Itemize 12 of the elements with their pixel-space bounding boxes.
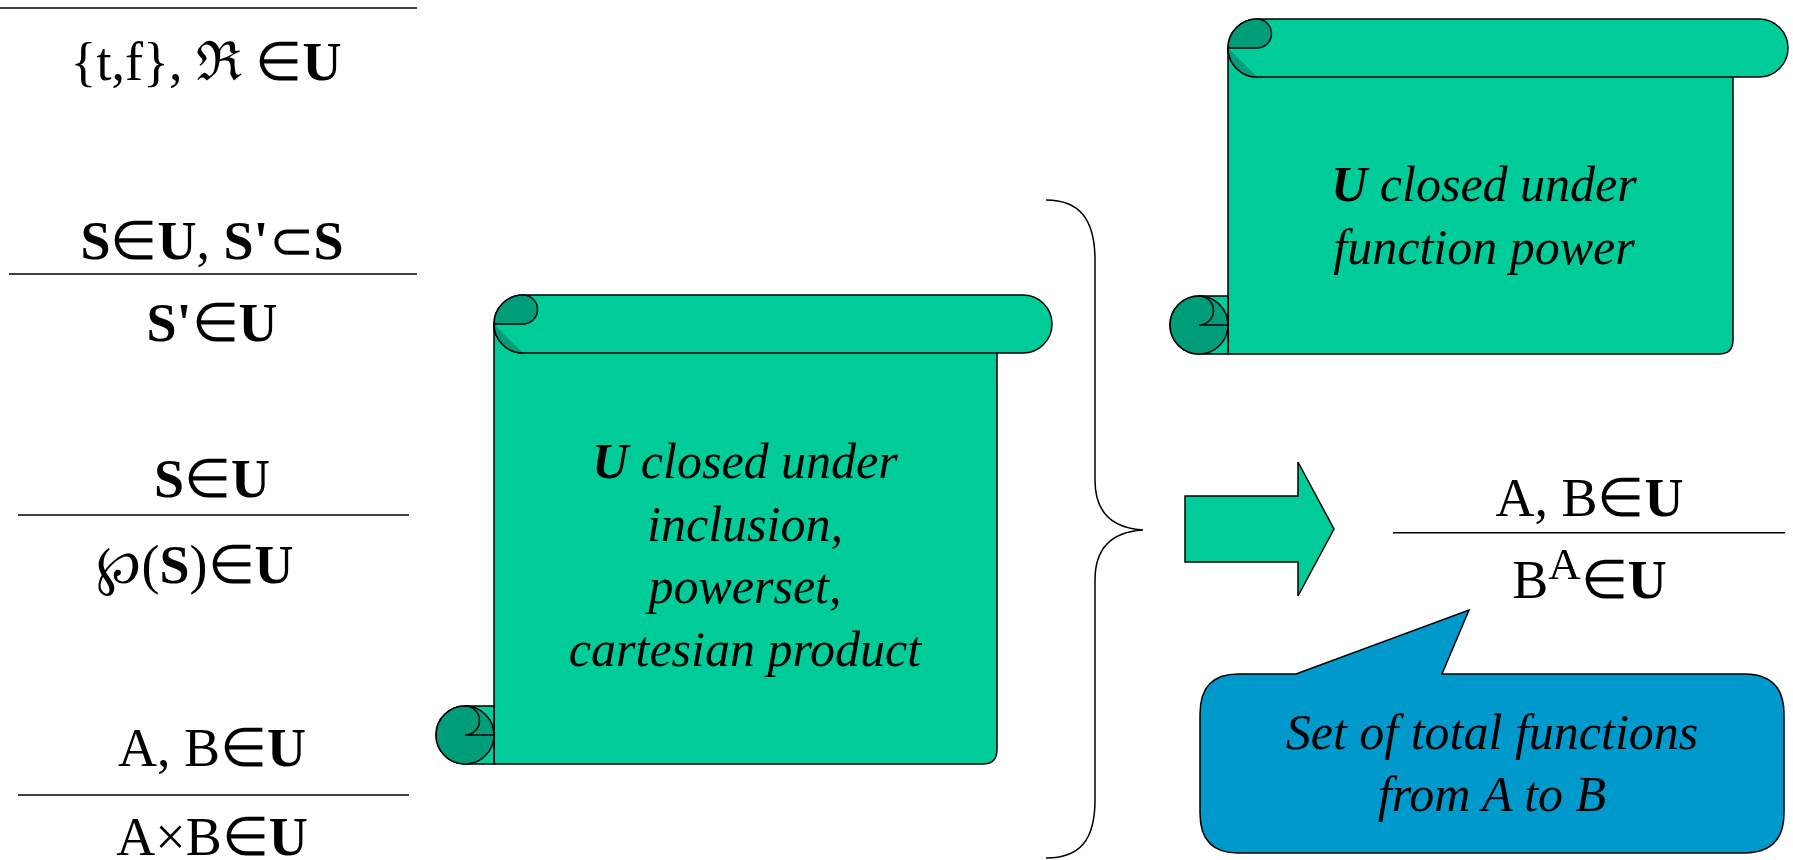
formula: S'∈U [146, 294, 278, 354]
scroll-text: U closed under function power [1330, 155, 1638, 277]
formula: ℘(S)∈U [96, 536, 294, 596]
numerator-formula: A, B∈U [1494, 467, 1685, 530]
block-arrow [1184, 461, 1335, 597]
formula: A, B∈U [118, 719, 306, 779]
callout-text: Set of total functions from A to B [1284, 702, 1700, 824]
formula: A×B∈U [116, 808, 308, 860]
formula: S∈U [154, 450, 270, 510]
formula: {t,f}, ℜ ∈U [70, 33, 342, 93]
scroll-text: U closed under inclusion, powerset, cartesian product [567, 432, 923, 679]
formula: S∈U, S'⊂S [80, 212, 344, 272]
